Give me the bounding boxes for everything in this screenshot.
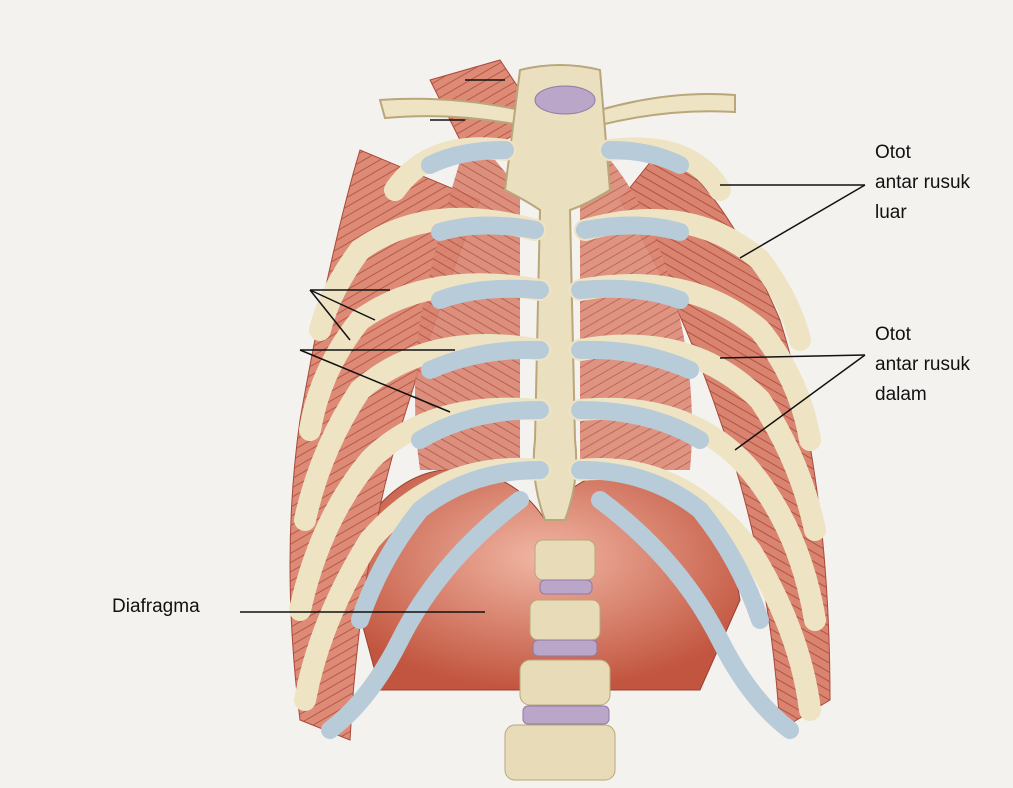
- external-intercostal-line-3: luar: [875, 198, 970, 228]
- internal-intercostal-line-2: antar rusuk: [875, 350, 970, 380]
- external-intercostal-line-2: antar rusuk: [875, 168, 970, 198]
- right-clavicle: [600, 94, 735, 125]
- external-intercostal-line-1: Otot: [875, 138, 970, 168]
- external-intercostal-label: Otot antar rusuk luar: [875, 138, 970, 228]
- internal-intercostal-label: Otot antar rusuk dalam: [875, 320, 970, 410]
- diaphragm-label-text: Diafragma: [112, 592, 200, 622]
- internal-intercostal-line-1: Otot: [875, 320, 970, 350]
- diaphragm-label: Diafragma: [112, 592, 200, 622]
- internal-intercostal-line-3: dalam: [875, 380, 970, 410]
